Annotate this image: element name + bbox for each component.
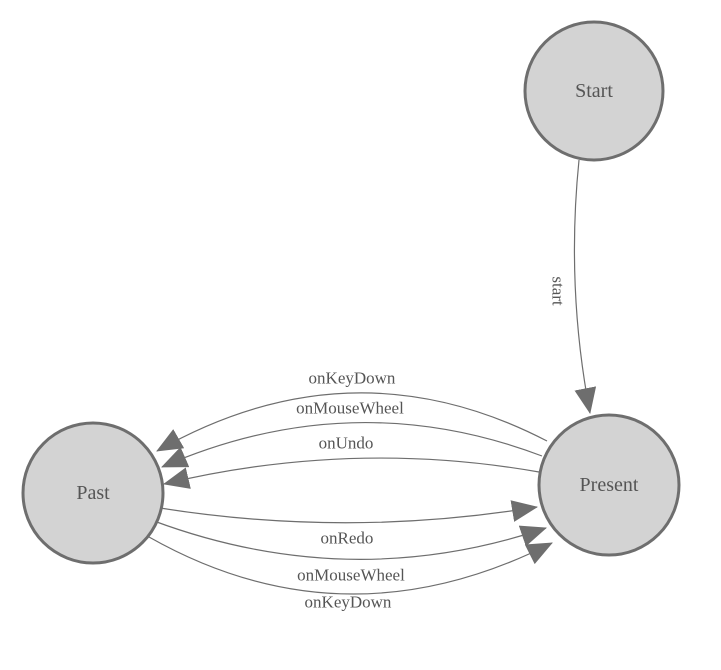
edge-present-to-past-onmousewheel: onMouseWheel <box>161 399 543 468</box>
edge-label-onkeydown-bottom: onKeyDown <box>305 593 392 612</box>
node-past-label: Past <box>76 482 110 504</box>
edge-line-onundo <box>163 457 540 489</box>
edge-line-onmousewheel-top <box>161 421 543 468</box>
edge-past-to-present-onredo: onRedo <box>159 500 538 548</box>
edge-label-onmousewheel-top: onMouseWheel <box>296 399 404 418</box>
edge-past-to-present-onmousewheel: onMouseWheel <box>153 520 547 585</box>
edge-label-onundo: onUndo <box>319 434 374 453</box>
edge-line-onkeydown-bottom <box>148 536 553 595</box>
node-present-circle[interactable] <box>537 413 681 557</box>
edge-start-to-present: start <box>549 159 597 414</box>
node-past[interactable]: Past <box>21 421 165 565</box>
edge-line-onkeydown-top <box>156 392 548 452</box>
node-start-label: Start <box>575 80 613 102</box>
edge-label-onredo: onRedo <box>321 529 374 548</box>
edge-label-start: start <box>549 276 568 306</box>
edge-present-to-past-onundo: onUndo <box>163 434 540 489</box>
edge-past-to-present-onkeydown: onKeyDown <box>148 536 553 612</box>
node-start[interactable]: Start <box>523 20 665 162</box>
edge-line-onmousewheel-bottom <box>153 520 547 560</box>
edge-line-start <box>573 159 597 414</box>
node-start-circle[interactable] <box>523 20 665 162</box>
edge-label-onkeydown-top: onKeyDown <box>309 369 396 388</box>
node-present[interactable]: Present <box>537 413 681 557</box>
node-present-label: Present <box>580 474 639 496</box>
edge-present-to-past-onkeydown: onKeyDown <box>156 369 548 452</box>
edge-line-onredo <box>159 500 538 524</box>
node-past-circle[interactable] <box>21 421 165 565</box>
edge-label-onmousewheel-bottom: onMouseWheel <box>297 566 405 585</box>
